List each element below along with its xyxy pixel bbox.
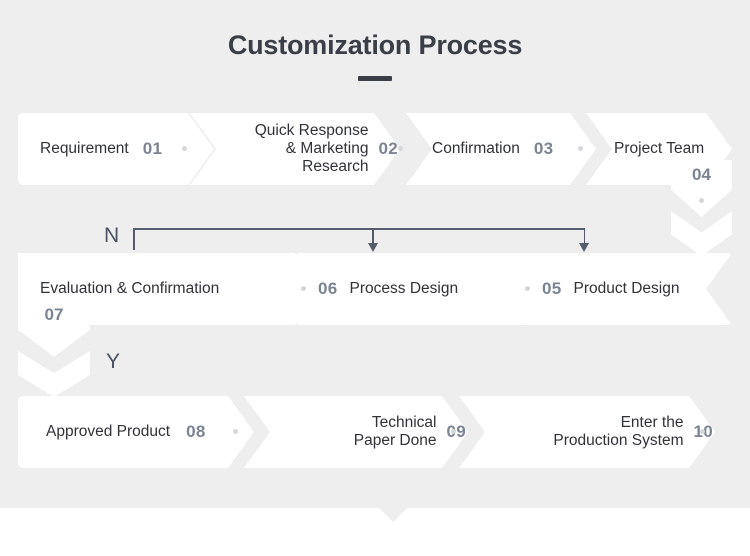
step-enter-production-system-label: Enter the Production System bbox=[553, 413, 684, 449]
step-technical-paper-done[interactable]: Technical Paper Done 09 bbox=[244, 396, 468, 468]
step-product-design-number: 05 bbox=[542, 279, 562, 298]
step-confirmation-number: 03 bbox=[533, 139, 554, 158]
step-process-design-number: 06 bbox=[318, 279, 338, 298]
bracket-left-stub bbox=[133, 228, 135, 250]
step-approved-product-label: Approved Product bbox=[46, 422, 171, 440]
bracket-branch-product-design bbox=[583, 228, 586, 247]
page-title: Customization Process bbox=[227, 30, 523, 60]
separator-dot bbox=[700, 429, 705, 434]
decision-label-yes: Y bbox=[106, 350, 121, 373]
step-quick-response-number: 02 bbox=[378, 139, 398, 158]
step-technical-paper-done-label: Technical Paper Done bbox=[353, 413, 437, 449]
separator-dot bbox=[301, 286, 306, 291]
step-process-design-label: Process Design bbox=[349, 279, 459, 297]
step-process-design[interactable]: 06 Process Design bbox=[272, 253, 522, 325]
step-technical-paper-done-number: 09 bbox=[446, 422, 466, 441]
separator-dot bbox=[451, 429, 456, 434]
arrow-down-process-design-icon bbox=[367, 243, 378, 252]
decision-label-no: N bbox=[104, 224, 120, 247]
step-quick-response-label: Quick Response & Marketing Research bbox=[254, 121, 369, 176]
step-requirement[interactable]: Requirement 01 bbox=[18, 113, 214, 185]
title-underline bbox=[358, 76, 392, 81]
separator-dot bbox=[699, 198, 704, 203]
bracket-horizontal-line bbox=[133, 228, 585, 230]
step-enter-production-system[interactable]: Enter the Production System 10 bbox=[459, 396, 715, 468]
step-evaluation-confirmation-number: 07 bbox=[44, 305, 64, 324]
step-evaluation-confirmation-label: Evaluation & Confirmation bbox=[40, 279, 220, 297]
step-product-design[interactable]: 05 Product Design bbox=[496, 253, 732, 325]
separator-dot bbox=[233, 429, 238, 434]
step-requirement-label: Requirement bbox=[40, 139, 129, 157]
step-quick-response[interactable]: Quick Response & Marketing Research 02 bbox=[190, 113, 400, 185]
step-product-design-label: Product Design bbox=[573, 279, 680, 297]
separator-dot bbox=[398, 146, 403, 151]
step-approved-product-number: 08 bbox=[186, 422, 206, 441]
separator-dot bbox=[525, 286, 530, 291]
step-project-team-number: 04 bbox=[692, 165, 711, 184]
separator-dot bbox=[182, 146, 187, 151]
separator-dot bbox=[578, 146, 583, 151]
arrow-down-product-design-icon bbox=[579, 243, 589, 252]
step-project-team-label: Project Team bbox=[614, 139, 705, 157]
bracket-branch-process-design bbox=[372, 228, 374, 247]
step-approved-product[interactable]: Approved Product 08 bbox=[18, 396, 254, 468]
step-confirmation[interactable]: Confirmation 03 bbox=[406, 113, 596, 185]
panel-bottom-notch-icon bbox=[379, 508, 407, 522]
step-confirmation-label: Confirmation bbox=[432, 139, 520, 157]
step-requirement-number: 01 bbox=[142, 139, 163, 158]
